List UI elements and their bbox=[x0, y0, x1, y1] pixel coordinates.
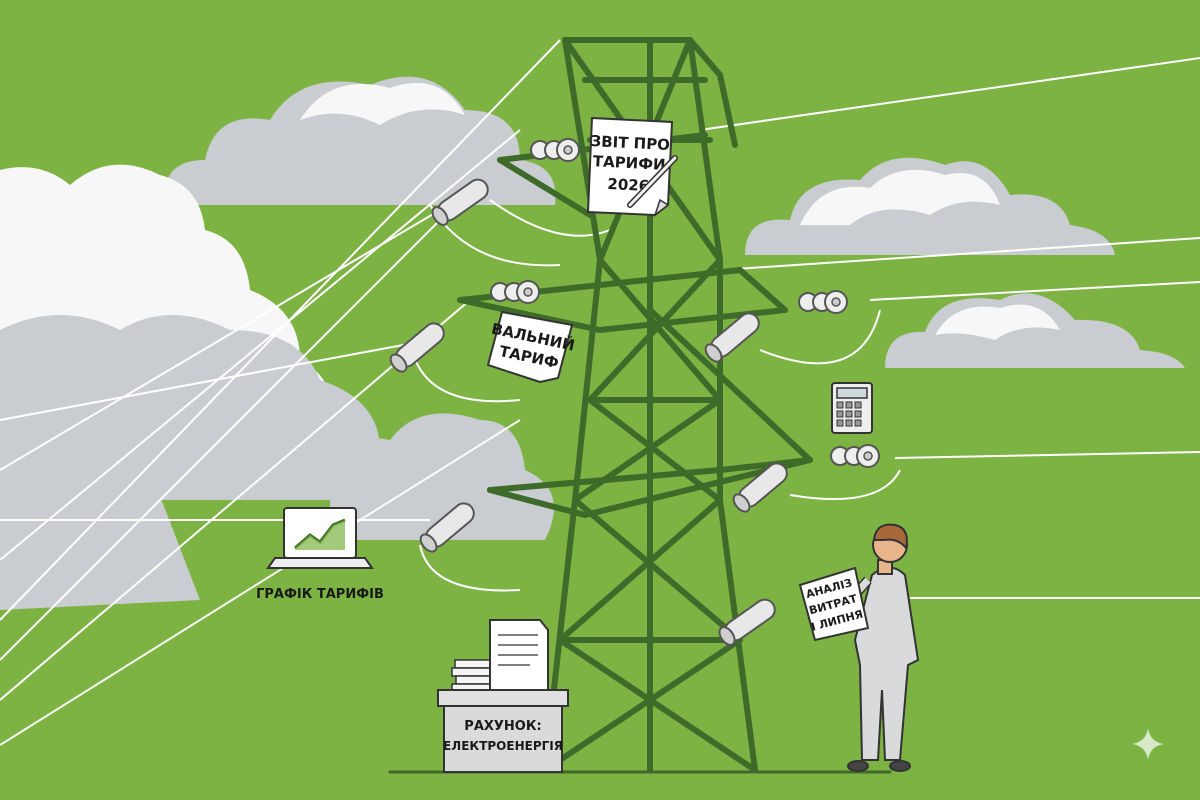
report-title-line1: ЗВІТ ПРО bbox=[590, 132, 670, 154]
report-year: 2026 bbox=[607, 175, 650, 195]
report-title-line2: ТАРИФИ bbox=[592, 152, 666, 174]
power-lines bbox=[0, 39, 1200, 746]
cloud-right-top bbox=[745, 157, 1115, 255]
bill-line2: ЕЛЕКТРОЕНЕРГІЯ bbox=[443, 739, 563, 753]
cost-analysis-document: АНАЛІЗ ВИТРАТ І ЛИПНЯ bbox=[798, 566, 870, 642]
tariff-report-document: ЗВІТ ПРО ТАРИФИ 2026 bbox=[586, 116, 678, 218]
paper-stack bbox=[451, 619, 549, 693]
tariff-document: ВАЛЬНИЙ ТАРИФ bbox=[486, 310, 576, 384]
clouds bbox=[0, 76, 1185, 610]
chart-caption: ГРАФІК ТАРИФІВ bbox=[256, 587, 384, 602]
cloud-left-big bbox=[0, 164, 420, 610]
cloud-top-left bbox=[164, 76, 556, 206]
man-figure bbox=[831, 523, 920, 772]
bill-box: РАХУНОК: ЕЛЕКТРОЕНЕРГІЯ bbox=[437, 689, 569, 773]
cloud-right-mid bbox=[885, 293, 1185, 368]
bill-line1: РАХУНОК: bbox=[464, 719, 541, 734]
pencil-icon bbox=[627, 155, 678, 208]
cloud-mid-left bbox=[330, 413, 554, 540]
calculator-icon bbox=[831, 382, 873, 434]
laptop-icon bbox=[266, 507, 374, 569]
sparkle-icon bbox=[1132, 728, 1164, 760]
